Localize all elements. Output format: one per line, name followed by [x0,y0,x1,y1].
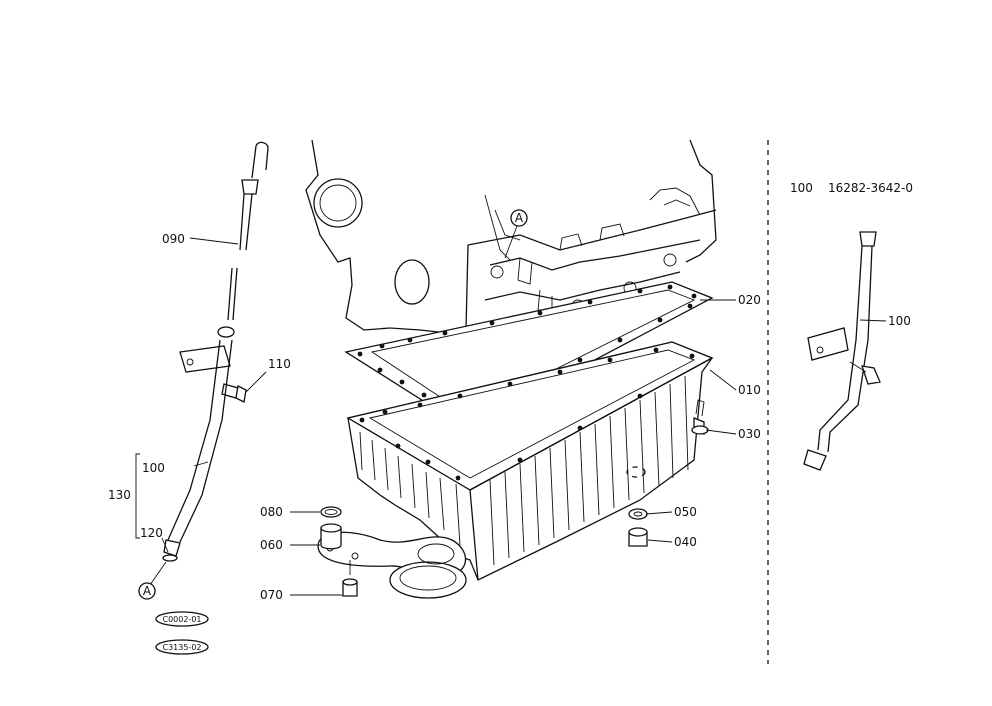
alternate-guide-tube [803,231,881,471]
callout-110: 110 [268,357,291,371]
svg-text:A: A [515,211,524,225]
callout-010: 010 [738,383,761,397]
callout-080: 080 [260,505,283,519]
alternate-part-header: 100 16282-3642-0 [790,181,913,195]
oil-pan [346,341,714,581]
alternate-ref-no: 100 [790,181,813,195]
callout-050: 050 [674,505,697,519]
callout-060: 060 [260,538,283,552]
drain-plug-washer [628,508,648,520]
oil-pan-bolt-holes [359,347,695,481]
callout-030: 030 [738,427,761,441]
drain-plug [626,466,648,547]
callout-020: 020 [738,293,761,307]
oil-pan-ribs [359,375,689,566]
callout-labels: 090 110 100 130 120 080 060 070 020 010 … [108,232,911,602]
callout-100-right: 100 [888,314,911,328]
alternate-part-number: 16282-3642-0 [828,181,913,195]
oil-pan-bolt [691,399,709,435]
dipstick-guide-bracket [179,326,235,373]
callout-090: 090 [162,232,185,246]
callout-120: 120 [140,526,163,540]
code-stamp-2: C3135-02 [162,643,201,652]
reference-marker-a-engine: A [504,209,528,259]
code-stamps: C0002-01 C3135-02 [155,611,209,655]
dipstick-guide-tube [163,339,233,557]
code-stamp-1: C0002-01 [162,615,201,624]
dipstick [227,141,269,321]
svg-text:A: A [143,584,152,598]
leader-lines [135,237,887,596]
guide-tube-o-ring [162,554,178,562]
o-ring [320,506,342,518]
callout-040: 040 [674,535,697,549]
callout-070: 070 [260,588,283,602]
oil-strainer [317,531,467,599]
strainer-pipe [320,523,342,550]
strainer-bolt [342,560,358,597]
callout-130: 130 [108,488,131,502]
callout-100-left: 100 [142,461,165,475]
reference-marker-a-dipstick: A [138,561,167,600]
